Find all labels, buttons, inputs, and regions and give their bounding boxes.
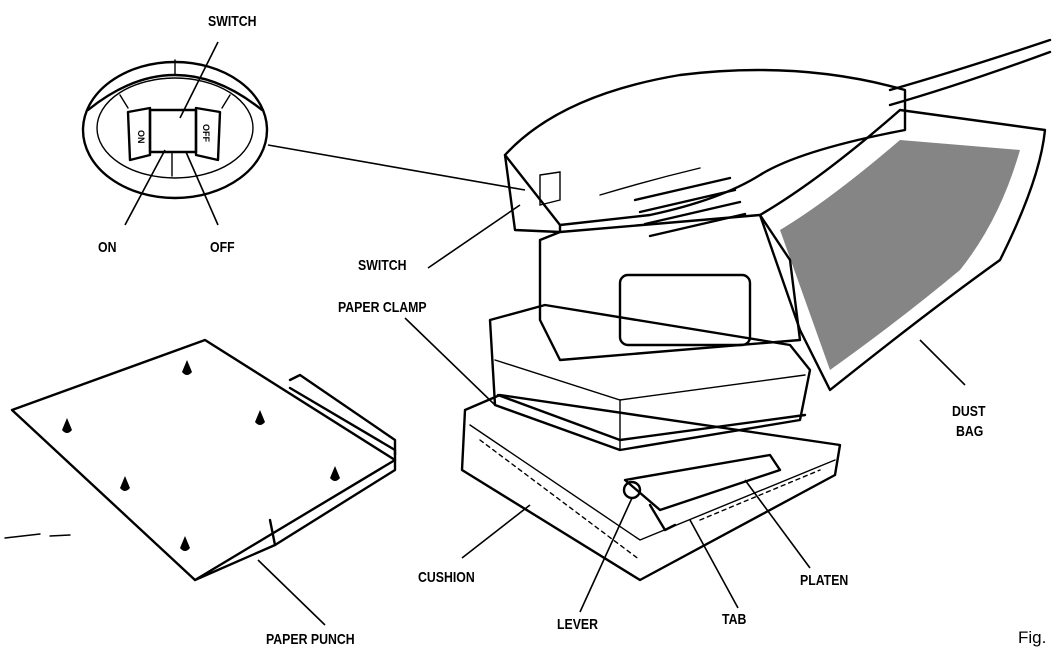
switch-inset: ON OFF [81,41,526,226]
label-off: OFF [210,239,235,256]
label-cushion: CUSHION [418,569,475,586]
label-switch: SWITCH [358,257,407,274]
vent-slots [633,176,747,238]
label-dust-bag-line2: BAG [956,423,984,440]
rocker-switch [126,106,222,177]
label-switch-inset: SWITCH [208,13,257,30]
label-platen: PLATEN [800,572,849,589]
switch-off-mark: OFF [201,124,211,142]
sander [460,38,1052,582]
figure-label: Fig. [1018,628,1047,647]
label-paper-clamp: PAPER CLAMP [338,299,427,316]
label-paper-punch: PAPER PUNCH [266,631,355,648]
label-lever: LEVER [557,616,599,633]
paper-punch [4,338,397,626]
punch-spikes [62,360,340,551]
dust-bag [758,108,1047,392]
switch-on-mark: ON [136,130,146,144]
label-on: ON [98,239,117,256]
label-tab: TAB [722,611,747,628]
label-dust-bag-line1: DUST [952,403,986,420]
